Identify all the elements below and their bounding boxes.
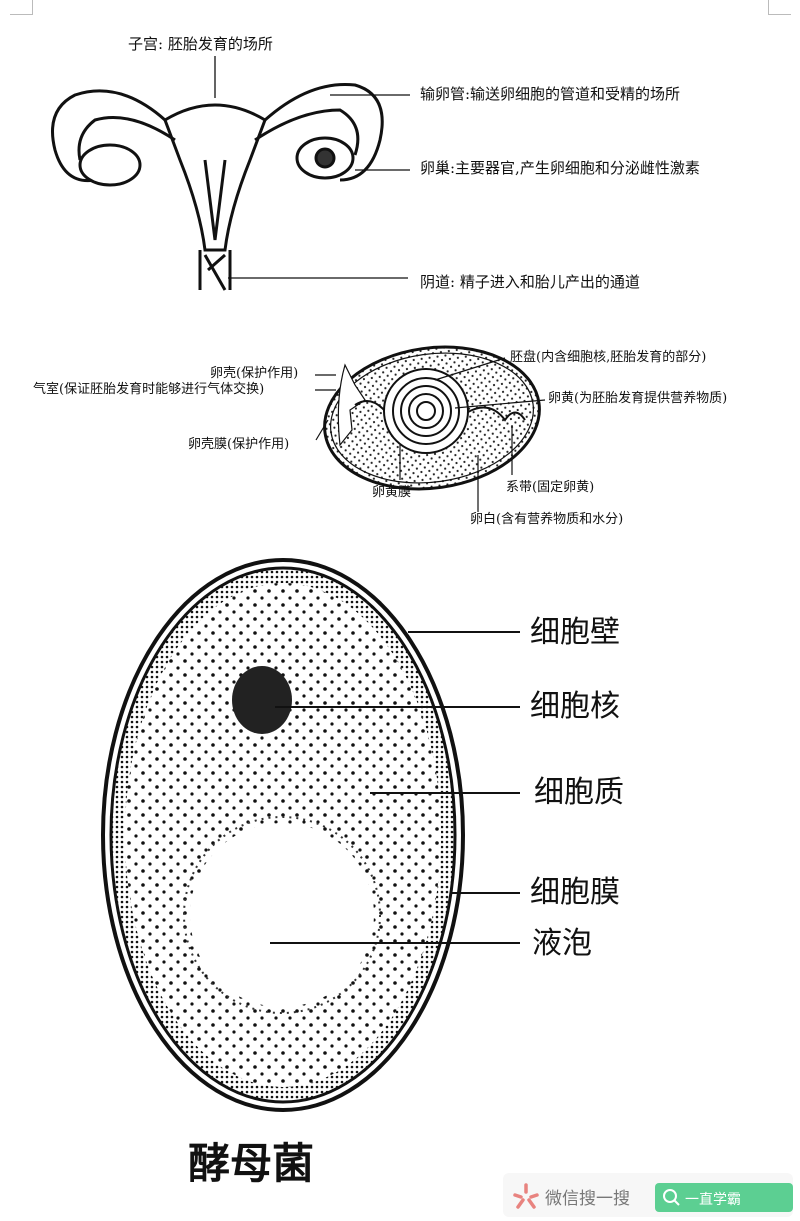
label-oviduct: 输卵管:输送卵细胞的管道和受精的场所 bbox=[420, 85, 681, 103]
search-button-label: 一直学霸 bbox=[685, 1192, 741, 1208]
yeast-illustration bbox=[101, 558, 465, 1112]
label-nucleus: 细胞核 bbox=[530, 689, 620, 724]
egg-leader-lines bbox=[315, 357, 546, 512]
egg-illustration bbox=[323, 345, 541, 491]
label-shell: 卵壳(保护作用) bbox=[210, 366, 299, 381]
page-corner-mark bbox=[10, 0, 33, 15]
label-chalaza: 系带(固定卵黄) bbox=[506, 480, 595, 495]
label-germinal-disc: 胚盘(内含细胞核,胚胎发育的部分) bbox=[510, 350, 707, 365]
search-button[interactable]: 一直学霸 bbox=[655, 1183, 793, 1212]
label-vagina: 阴道: 精子进入和胎儿产出的通道 bbox=[420, 273, 640, 291]
yeast-title: 酵母菌 bbox=[188, 1139, 315, 1188]
label-ovary: 卵巢:主要器官,产生卵细胞和分泌雌性激素 bbox=[420, 159, 700, 177]
label-shell-membrane: 卵壳膜(保护作用) bbox=[188, 437, 290, 452]
page-corner-mark bbox=[768, 0, 791, 15]
label-cytoplasm: 细胞质 bbox=[534, 775, 624, 810]
wechat-search-watermark: 微信搜一搜 一直学霸 bbox=[503, 1173, 793, 1217]
label-uterus: 子宫: 胚胎发育的场所 bbox=[128, 35, 273, 53]
label-yolk: 卵黄(为胚胎发育提供营养物质) bbox=[548, 391, 728, 406]
label-cell-membrane: 细胞膜 bbox=[530, 875, 620, 910]
label-air-cell: 气室(保证胚胎发育时能够进行气体交换) bbox=[33, 382, 265, 397]
label-albumen: 卵白(含有营养物质和水分) bbox=[470, 512, 624, 527]
label-cell-wall: 细胞壁 bbox=[530, 615, 620, 650]
label-vacuole: 液泡 bbox=[532, 926, 592, 961]
label-yolk-membrane: 卵黄膜 bbox=[372, 485, 412, 500]
uterus-leader-lines bbox=[214, 56, 410, 279]
watermark-text: 微信搜一搜 bbox=[545, 1189, 630, 1209]
wechat-search-icon bbox=[513, 1183, 539, 1209]
uterus-illustration bbox=[51, 82, 384, 291]
search-icon bbox=[663, 1189, 680, 1206]
yeast-leader-lines bbox=[270, 631, 520, 944]
